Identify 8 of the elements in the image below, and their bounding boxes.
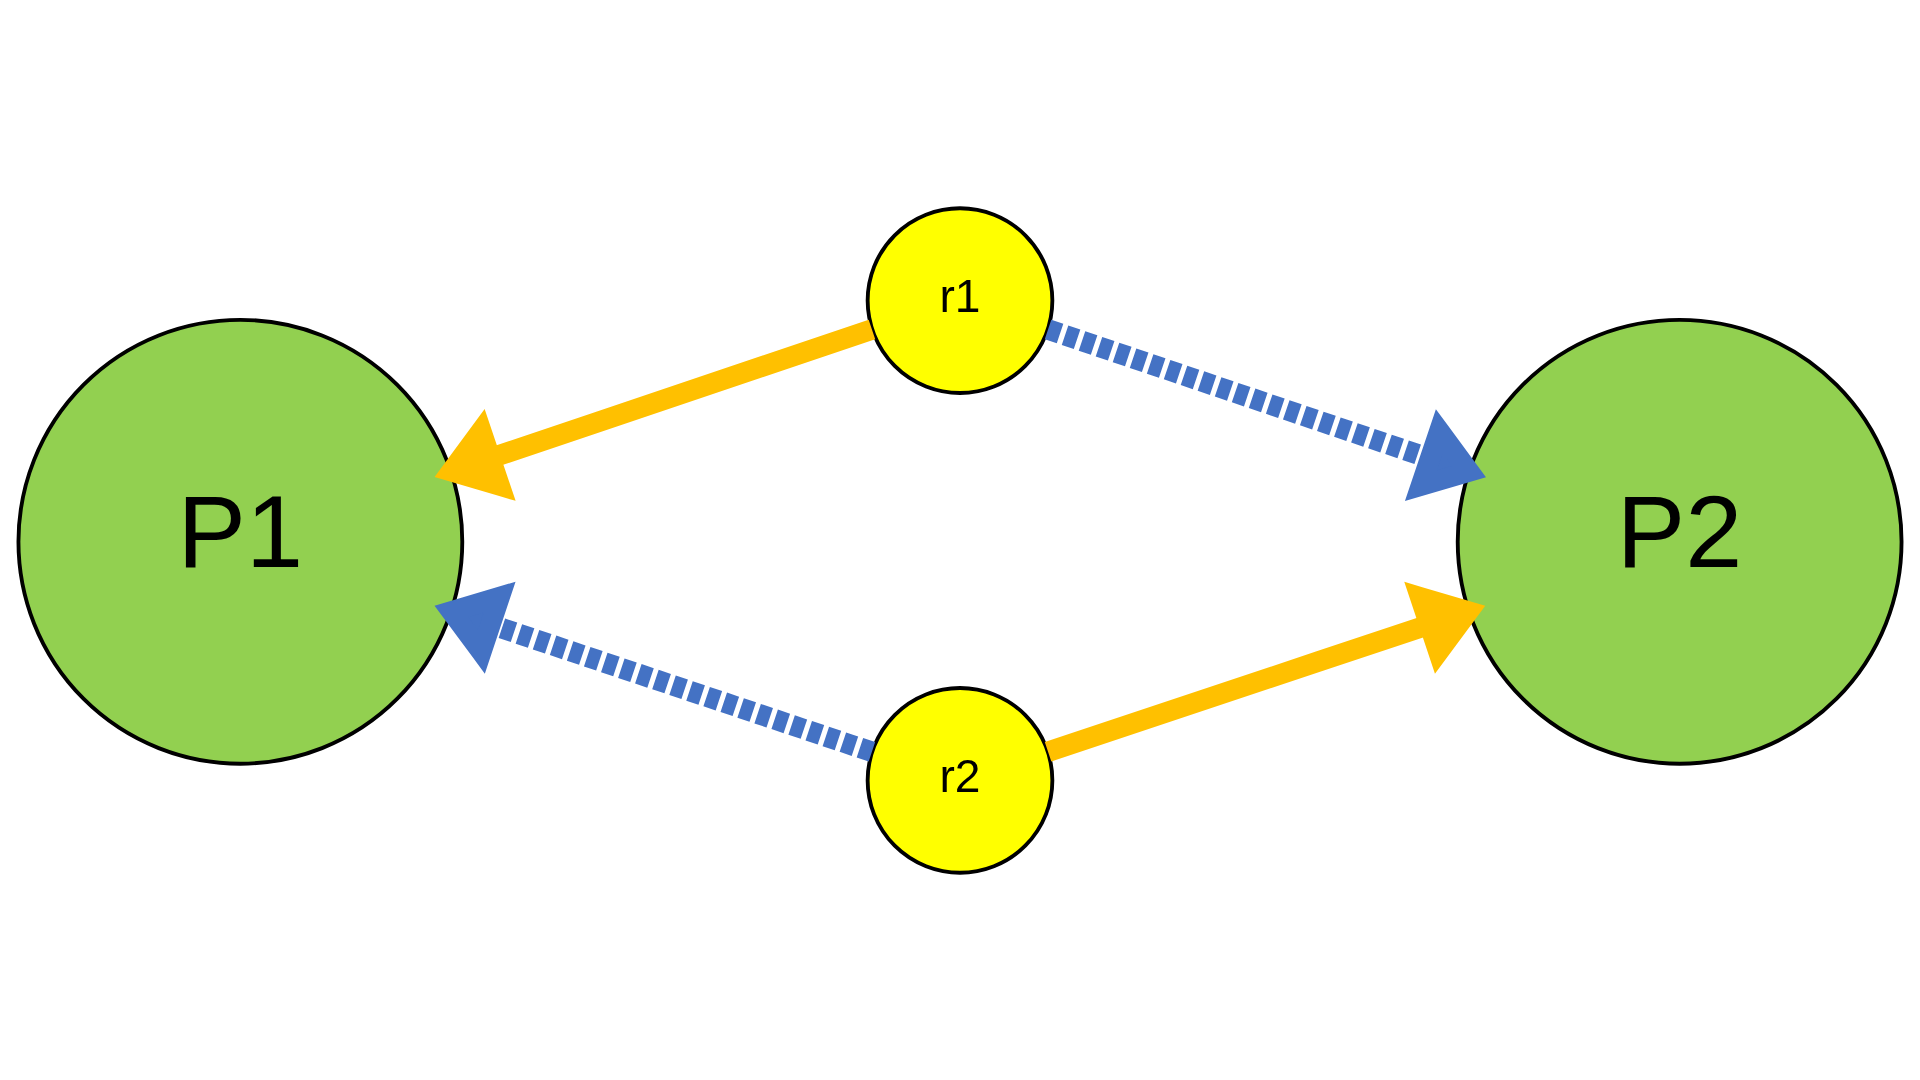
node-circle: P1 (16, 317, 465, 766)
arrow (434, 581, 876, 762)
node-circle: r2 (865, 685, 1055, 875)
node-circle: r1 (865, 205, 1055, 395)
arrow (1044, 319, 1486, 501)
arrow (434, 319, 876, 501)
node-circle: P2 (1455, 317, 1904, 766)
arrow (1044, 581, 1486, 762)
